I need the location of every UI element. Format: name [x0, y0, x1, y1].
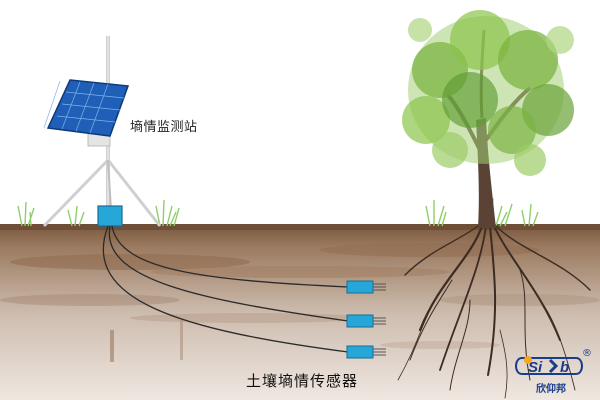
svg-text:b: b	[560, 359, 569, 376]
soil-ground	[0, 224, 600, 400]
soil-sensors	[346, 280, 386, 359]
monitoring-station	[42, 36, 162, 228]
station-label: 墒情监测站	[130, 120, 198, 135]
brand-name: 欣仰邦	[536, 384, 566, 395]
brand-logo-mark: Si b	[515, 356, 583, 376]
grass-tufts	[17, 197, 539, 227]
solar-panel	[43, 79, 130, 137]
soil-sensor	[346, 314, 386, 328]
soil-sensor	[346, 280, 386, 294]
soil-sensor	[346, 345, 386, 359]
svg-text:Si: Si	[528, 359, 543, 376]
sensor-cables	[102, 225, 349, 353]
brand-logo: Si b ® 欣仰邦	[514, 348, 596, 396]
registered-mark: ®	[582, 348, 592, 359]
tree-foliage	[402, 10, 574, 176]
data-logger-box	[97, 205, 123, 227]
sensor-label: 土壤墒情传感器	[246, 372, 359, 390]
tree-roots	[397, 224, 591, 399]
